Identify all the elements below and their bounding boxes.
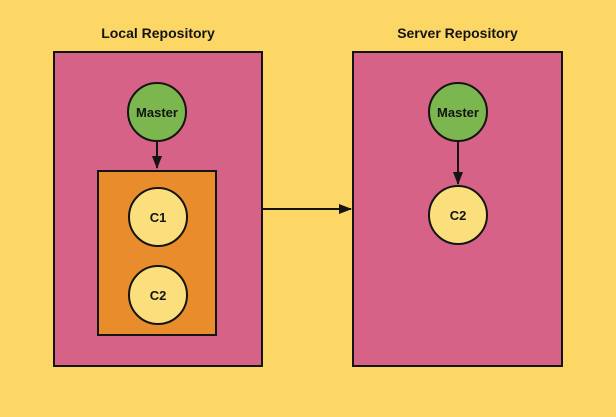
commit-node-c1: C1 [128,187,188,247]
server-master-node: Master [428,82,488,142]
local-master-node: Master [127,82,187,142]
local-repository-title: Local Repository [101,25,215,41]
commit-node-c2: C2 [128,265,188,325]
local-master-label: Master [136,104,178,120]
server-repository-title: Server Repository [397,25,518,41]
server-master-label: Master [437,104,479,120]
commit-c1-label: C1 [149,209,167,225]
server-commit-c2-label: C2 [449,207,467,223]
commit-c2-label: C2 [149,287,167,303]
server-commit-node-c2: C2 [428,185,488,245]
